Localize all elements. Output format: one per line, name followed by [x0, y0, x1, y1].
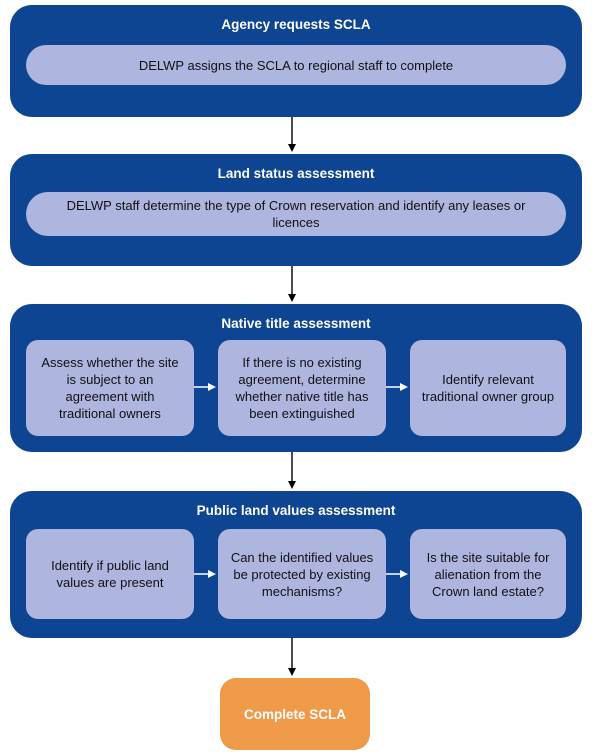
stage-title: Agency requests SCLA [221, 17, 371, 32]
stage-native-title: Native title assessment Assess whether t… [10, 304, 582, 452]
stage-public-land-values: Public land values assessment Identify i… [10, 491, 582, 638]
stage-title: Public land values assessment [196, 503, 396, 518]
stage-agency-requests: Agency requests SCLA DELWP assigns the S… [10, 5, 582, 117]
step-box: DELWP assigns the SCLA to regional staff… [26, 45, 566, 85]
stage-land-status: Land status assessment DELWP staff deter… [10, 154, 582, 266]
step-box: DELWP staff determine the type of Crown … [26, 192, 566, 236]
step-box: Can the identified values be protected b… [218, 529, 386, 619]
step-box: Identify relevant traditional owner grou… [410, 340, 566, 436]
step-box: Identify if public land values are prese… [26, 529, 194, 619]
final-step-box: Complete SCLA [220, 678, 370, 750]
step-box: Assess whether the site is subject to an… [26, 340, 194, 436]
step-box: Is the site suitable for alienation from… [410, 529, 566, 619]
stage-title: Native title assessment [221, 316, 371, 331]
stage-title: Land status assessment [217, 166, 375, 181]
step-box: If there is no existing agreement, deter… [218, 340, 386, 436]
